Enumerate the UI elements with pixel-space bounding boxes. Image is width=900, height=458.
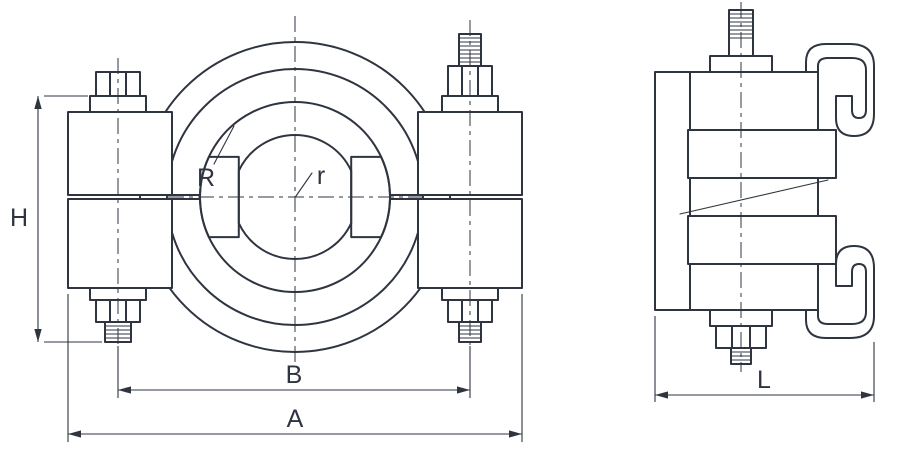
lower-shell-profile [199, 155, 391, 293]
depth-label: L [757, 366, 771, 394]
bottom-hook [805, 245, 875, 339]
overall-width-label: A [287, 405, 304, 433]
dimension-height: H [10, 95, 102, 343]
top-hook [805, 43, 875, 137]
large-radius-label: R [197, 164, 215, 192]
dimension-depth: L [654, 316, 875, 402]
band-diagonal-line [679, 179, 829, 215]
centerlines [117, 2, 742, 372]
small-radius-label: r [317, 162, 325, 190]
dimension-bolt-spacing: B [117, 346, 471, 398]
height-label: H [10, 204, 28, 232]
large-radius-leader [213, 125, 235, 165]
upper-left-lug [67, 111, 173, 196]
small-radius-leader [295, 172, 313, 197]
lower-band [687, 215, 837, 265]
split-seam [171, 194, 419, 200]
side-body [654, 71, 819, 311]
lower-left-lug [67, 198, 173, 289]
radius-callouts: R r [197, 125, 325, 197]
bolt-spacing-label: B [286, 361, 303, 389]
bore-profile [199, 101, 391, 293]
upper-band [687, 129, 837, 179]
side-view [654, 9, 875, 365]
dimension-overall-width: A [67, 294, 523, 442]
